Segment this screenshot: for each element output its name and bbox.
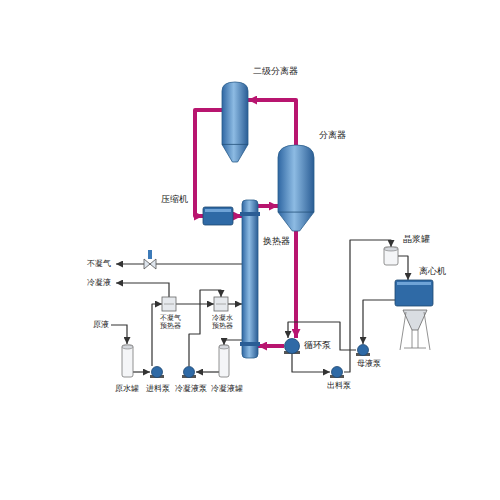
pump-body — [358, 345, 369, 356]
equipment-label: 换热器 — [262, 236, 291, 246]
equipment-shape — [384, 247, 398, 265]
vessel-body — [278, 145, 314, 231]
equipment-node: 冷凝液泵 — [182, 366, 196, 378]
equipment-node: 母液泵 — [356, 344, 370, 356]
vapor-pipe — [248, 100, 296, 145]
process-pipe — [133, 371, 150, 372]
gas-valve — [144, 250, 156, 269]
equipment-shape — [219, 345, 229, 377]
equipment-shape — [356, 344, 370, 356]
equipment-label: 晶浆罐 — [402, 234, 431, 244]
equipment-label: 离心机 — [418, 266, 447, 276]
equipment-shape — [162, 297, 176, 311]
equipment-label: 不凝气预热器 — [158, 314, 182, 330]
valve-actuator — [148, 250, 152, 259]
equipment-shape — [122, 345, 133, 377]
equipment-shape — [150, 366, 164, 378]
process-pipe — [196, 371, 219, 372]
stream-label: 原液 — [92, 320, 110, 329]
vapor-pipe — [195, 110, 222, 216]
equipment-label: 进料泵 — [145, 384, 171, 393]
process-pipe — [224, 340, 242, 345]
equipment-node: 晶浆罐 — [384, 247, 398, 265]
equipment-node: 离心机 — [395, 280, 433, 306]
pump-body — [332, 367, 343, 378]
equipment-box — [203, 207, 233, 225]
pump-body — [152, 367, 163, 378]
hopper-body — [403, 310, 427, 330]
tank-top — [219, 345, 229, 349]
equipment-shape — [222, 82, 248, 162]
vapor-pipe — [258, 204, 278, 208]
vapor-pipe — [258, 344, 284, 348]
equipment-node: 压缩机 — [203, 207, 233, 225]
equipment-shape — [182, 366, 196, 378]
equipment-label: 压缩机 — [160, 194, 189, 204]
equipment-shape — [395, 280, 433, 306]
condensate-outlet-pipe — [116, 283, 169, 297]
process-pipe — [363, 300, 395, 344]
process-pipe — [176, 303, 214, 304]
connector-group — [133, 100, 408, 372]
stream-label: 冷凝液 — [86, 278, 112, 287]
equipment-node: 换热器 — [242, 200, 258, 358]
equipment-node: 出料泵 — [330, 366, 344, 378]
equipment-shape — [284, 338, 300, 354]
equipment-shape — [330, 366, 344, 378]
equipment-node: 冷凝液罐 — [219, 345, 229, 377]
discharge-hopper — [400, 310, 430, 350]
equipment-shape — [203, 207, 233, 225]
equipment-label: 分离器 — [318, 130, 347, 140]
process-pipe — [228, 303, 242, 304]
equipment-box — [395, 280, 433, 306]
vessel-seam — [278, 212, 314, 213]
vessel-body — [222, 82, 248, 162]
exchanger-shell — [242, 200, 258, 358]
preheater-body — [214, 297, 228, 311]
box-highlight — [397, 282, 431, 285]
static-pipes — [111, 264, 242, 344]
equipment-node: 冷凝水预热器 — [214, 297, 228, 311]
pump-body — [285, 339, 300, 354]
hopper-stand — [400, 312, 430, 350]
preheater-line — [216, 304, 226, 305]
equipment-label: 冷凝水预热器 — [210, 314, 234, 330]
equipment-node: 二级分离器 — [222, 82, 248, 162]
equipment-label: 循环泵 — [303, 340, 332, 350]
process-pipe — [398, 256, 408, 280]
equipment-shape — [242, 200, 258, 358]
tank-body — [384, 247, 398, 265]
box-highlight — [205, 209, 231, 212]
preheater-body — [162, 297, 176, 311]
equipment-label: 二级分离器 — [252, 66, 299, 76]
tank-top — [384, 247, 398, 251]
equipment-shape — [278, 145, 314, 231]
equipment-node: 循环泵 — [284, 338, 300, 354]
equipment-label: 原水罐 — [114, 384, 140, 393]
equipment-label: 冷凝液罐 — [210, 384, 244, 393]
equipment-shape — [214, 297, 228, 311]
pump-body — [184, 367, 195, 378]
equipment-node: 原水罐 — [122, 345, 133, 377]
equipment-label: 母液泵 — [356, 359, 382, 368]
vessel-seam — [222, 144, 248, 145]
tank-top — [122, 345, 133, 349]
equipment-node: 进料泵 — [150, 366, 164, 378]
exchanger-flange — [240, 212, 260, 216]
stream-label: 不凝气 — [86, 259, 112, 268]
equipment-node: 分离器 — [278, 145, 314, 231]
exchanger-flange — [240, 342, 260, 346]
feed-inlet-pipe — [111, 325, 127, 344]
valve-symbol — [144, 259, 156, 269]
gas-outlet-pipe — [116, 263, 242, 264]
tank-body — [122, 345, 133, 377]
preheater-line — [164, 304, 174, 305]
tank-body — [219, 345, 229, 377]
equipment-label: 出料泵 — [326, 381, 352, 390]
equipment-label: 冷凝液泵 — [174, 384, 208, 393]
process-pipe — [292, 354, 330, 372]
equipment-node: 不凝气预热器 — [162, 297, 176, 311]
